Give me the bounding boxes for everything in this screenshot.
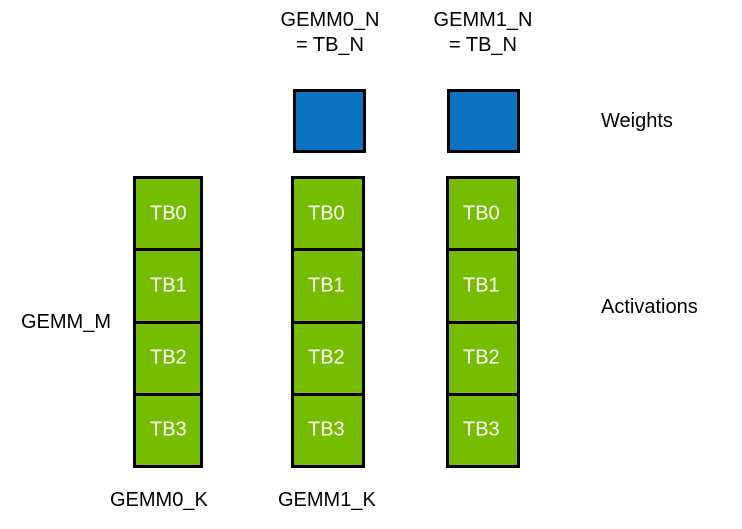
activation-cell: TB2 xyxy=(133,320,203,396)
activation-cell: TB0 xyxy=(446,176,520,252)
activation-cell: TB1 xyxy=(446,248,520,324)
activation-cell-label: TB3 xyxy=(308,418,345,441)
activation-cell: TB1 xyxy=(291,248,365,324)
activation-cell-label: TB3 xyxy=(150,418,187,441)
weights-row-label: Weights xyxy=(601,110,673,132)
activation-cell-label: TB2 xyxy=(308,346,345,369)
activation-cell: TB3 xyxy=(133,392,203,468)
activation-cell: TB0 xyxy=(133,176,203,252)
activation-cell-label: TB0 xyxy=(463,202,500,225)
activation-cell-label: TB1 xyxy=(150,274,187,297)
activation-cell-label: TB1 xyxy=(308,274,345,297)
gemm0-activations-column: TB0 TB1 TB2 TB3 xyxy=(291,176,365,468)
gemm1-activations-column: TB0 TB1 TB2 TB3 xyxy=(446,176,520,468)
activation-cell: TB0 xyxy=(291,176,365,252)
activation-cell-label: TB1 xyxy=(463,274,500,297)
activation-cell-label: TB3 xyxy=(463,418,500,441)
activation-cell: TB1 xyxy=(133,248,203,324)
activation-cell: TB2 xyxy=(291,320,365,396)
gemm0-weights-tile xyxy=(293,89,366,153)
gemm0-k-label: GEMM0_K xyxy=(110,489,208,511)
gemm1-k-label: GEMM1_K xyxy=(278,489,376,511)
activation-cell: TB2 xyxy=(446,320,520,396)
activations-row-label: Activations xyxy=(601,296,698,318)
gemm1-n-label: GEMM1_N = TB_N xyxy=(433,9,533,56)
activation-cell-label: TB0 xyxy=(150,202,187,225)
activation-cell: TB3 xyxy=(291,392,365,468)
activation-cell: TB3 xyxy=(446,392,520,468)
gemm-m-column: TB0 TB1 TB2 TB3 xyxy=(133,176,203,468)
gemm-m-label: GEMM_M xyxy=(21,311,111,333)
gemm1-weights-tile xyxy=(447,89,520,153)
gemm0-n-label: GEMM0_N = TB_N xyxy=(280,9,380,56)
activation-cell-label: TB2 xyxy=(150,346,187,369)
activation-cell-label: TB0 xyxy=(308,202,345,225)
activation-cell-label: TB2 xyxy=(463,346,500,369)
